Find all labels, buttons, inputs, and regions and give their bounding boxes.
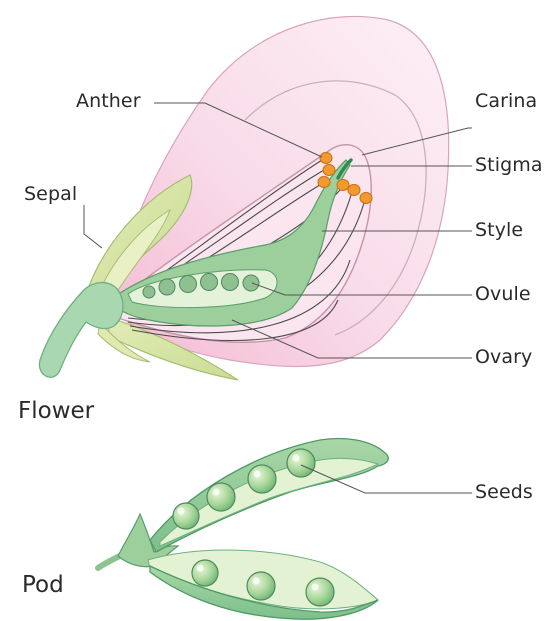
label-anther: Anther [76, 90, 141, 112]
label-ovary: Ovary [475, 346, 532, 368]
pod-illustration [98, 439, 388, 620]
label-sepal: Sepal [24, 183, 77, 205]
label-stigma: Stigma [475, 154, 543, 176]
section-title-flower: Flower [18, 398, 94, 424]
label-ovule: Ovule [475, 283, 531, 305]
sepal-leader [84, 205, 102, 248]
label-seeds: Seeds [475, 481, 533, 503]
section-title-pod: Pod [22, 572, 64, 598]
label-carina: Carina [475, 90, 537, 112]
label-style: Style [475, 219, 523, 241]
